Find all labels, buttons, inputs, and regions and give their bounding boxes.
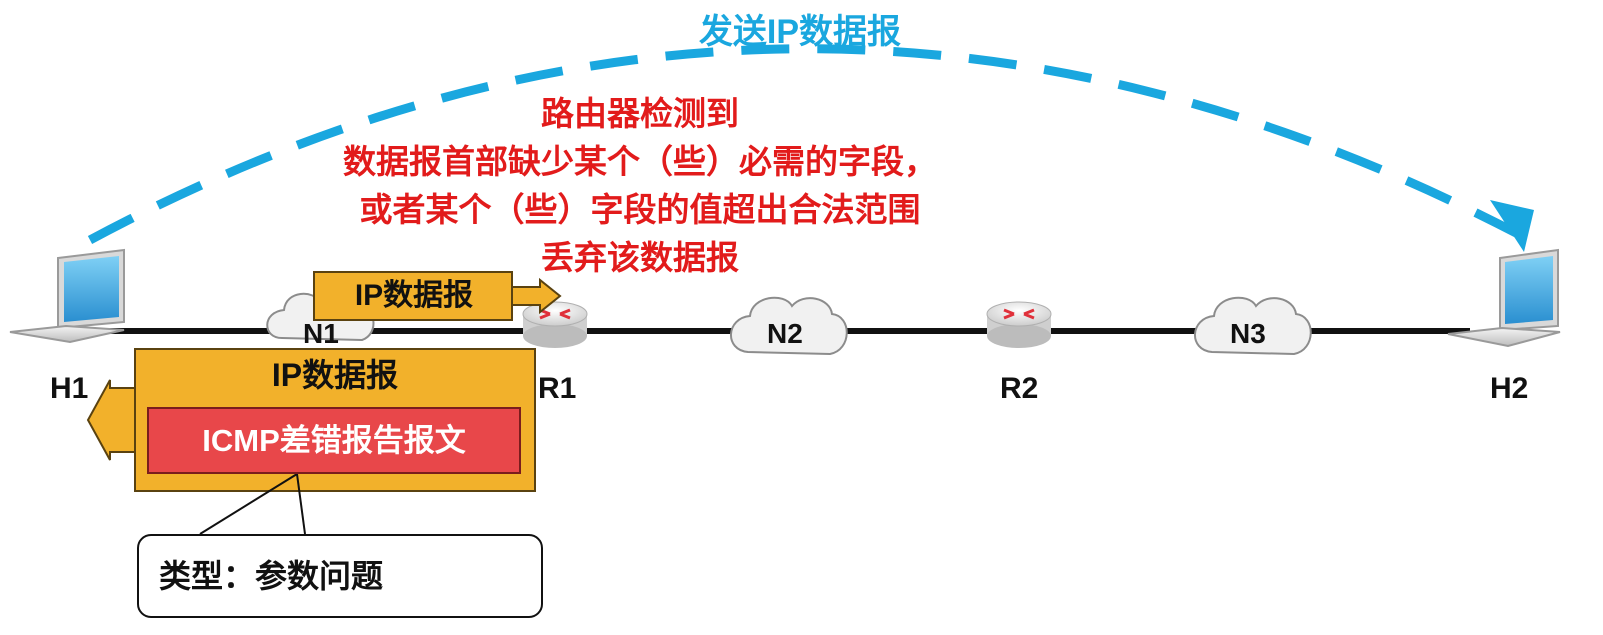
router-r2-label: R2	[1000, 372, 1039, 405]
router-r2-icon	[986, 301, 1052, 348]
host-h1-label: H1	[50, 372, 89, 405]
router-detection-note: 路由器检测到 数据报首部缺少某个（些）必需的字段， 或者某个（些）字段的值超出合…	[250, 90, 1030, 282]
arc-arrowhead	[1490, 200, 1534, 252]
icmp-error-message-box: ICMP差错报告报文	[147, 407, 521, 474]
callout-connector	[199, 473, 298, 535]
host-h2-label: H2	[1490, 372, 1529, 405]
cloud-n3-icon	[1194, 296, 1312, 356]
network-n1-label: N1	[303, 318, 339, 349]
network-n2-label: N2	[767, 318, 803, 349]
note-line-2: 数据报首部缺少某个（些）必需的字段，	[343, 143, 937, 180]
note-line-1: 路由器检测到	[541, 95, 739, 132]
router-r1-label: R1	[538, 372, 577, 405]
host-h1-laptop-icon	[9, 248, 125, 344]
host-h2-laptop-icon	[1447, 248, 1561, 348]
note-line-4: 丢弃该数据报	[541, 239, 739, 276]
forward-packet-arrow	[313, 271, 562, 321]
return-packet-label: IP数据报	[271, 357, 399, 393]
forward-packet-label: IP数据报	[354, 279, 474, 312]
router-r1-icon	[522, 301, 588, 348]
send-datagram-label: 发送IP数据报	[698, 13, 902, 51]
cloud-n2-icon	[730, 296, 848, 356]
note-line-3: 或者某个（些）字段的值超出合法范围	[359, 191, 921, 228]
dashed-arc	[87, 44, 1523, 244]
icmp-type-callout: 类型：参数问题	[137, 534, 543, 618]
network-n3-label: N3	[1230, 318, 1266, 349]
